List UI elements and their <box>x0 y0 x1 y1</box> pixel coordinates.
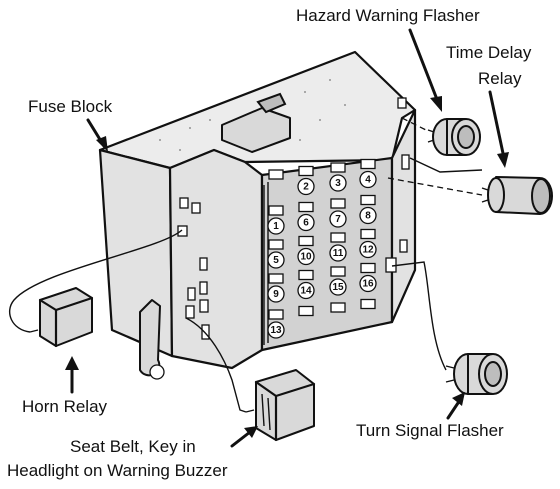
hazard-warning-flasher <box>427 118 481 156</box>
fuse-number-label: 6 <box>303 218 309 229</box>
fuse-number-label: 1 <box>273 221 279 232</box>
fuse-number-label: 13 <box>270 325 282 336</box>
fuse-number-label: 3 <box>335 178 341 189</box>
fuse-number-circle <box>267 251 285 269</box>
buzzer-wire <box>185 317 247 413</box>
hazard-flasher-arrowhead <box>430 96 442 112</box>
fuse-number-label: 8 <box>365 211 371 222</box>
time-delay-arrowhead <box>497 152 509 168</box>
fuse-number-circle <box>267 217 285 235</box>
fuse-number-label: 15 <box>332 282 344 293</box>
fuse-slot <box>330 162 346 173</box>
hazard-warning-flasher-label: Hazard Warning Flasher <box>296 6 480 25</box>
fuse-slot <box>298 235 314 247</box>
fuse-slot <box>330 266 346 277</box>
fuse-slot <box>360 298 376 310</box>
fuse-slot <box>360 262 376 274</box>
fuse-number-circle <box>359 170 377 189</box>
fuse-block-left-face <box>98 148 174 358</box>
fuse-slot <box>360 158 376 170</box>
fuse-number-circle <box>329 244 347 262</box>
fuse-number-label: 4 <box>365 175 371 186</box>
fuse-slot <box>268 309 284 320</box>
fuse-number-label: 10 <box>300 252 312 263</box>
fuse-number-circle <box>297 247 315 266</box>
buzzer-label-line1: Seat Belt, Key in <box>70 437 196 456</box>
fuse-number-label: 5 <box>273 255 279 266</box>
fuse-number-circle <box>359 274 377 293</box>
turn-signal-flasher <box>445 353 508 395</box>
turn-signal-flasher-label: Turn Signal Flasher <box>356 421 504 440</box>
fuse-slot <box>298 305 314 317</box>
fuse-number-circle <box>297 213 315 232</box>
fuse-number-circle <box>329 174 347 192</box>
fuse-slot <box>298 201 314 213</box>
turn-signal-wire <box>391 261 447 371</box>
time-delay-wire <box>409 157 483 173</box>
fuse-block <box>98 50 417 380</box>
hazard-flasher-lead <box>401 117 429 132</box>
horn-relay-arrowhead <box>65 356 79 370</box>
fuse-slot <box>330 198 346 209</box>
fuse-number-label: 2 <box>303 182 309 193</box>
top-cover-tab <box>256 92 287 114</box>
fuse-number-label: 9 <box>273 289 279 300</box>
time-delay-relay-label-line1: Time Delay <box>446 43 532 62</box>
fuse-slot <box>298 165 314 177</box>
fuse-slot <box>360 228 376 240</box>
fuse-block-label: Fuse Block <box>28 97 113 116</box>
fuse-number-circle <box>359 240 377 259</box>
buzzer-arrowhead <box>244 426 258 438</box>
fuse-number-circle <box>329 278 347 296</box>
buzzer-arrow <box>230 430 252 448</box>
time-delay-arrow <box>488 90 506 160</box>
fuse-number-circle <box>297 177 315 196</box>
top-face-texture <box>159 79 346 151</box>
horn-relay <box>29 287 94 348</box>
horn-relay-label: Horn Relay <box>22 397 108 416</box>
fuse-number-label: 11 <box>333 248 344 259</box>
fuse-slot <box>298 269 314 281</box>
left-face-connectors <box>177 197 210 340</box>
time-delay-relay-label-line2: Relay <box>478 69 522 88</box>
fuse-slot <box>360 194 376 206</box>
fuse-number-circle <box>267 285 285 303</box>
fuse-slot <box>268 169 284 180</box>
wiring <box>9 117 483 413</box>
time-delay-relay <box>481 176 553 215</box>
fuse-number-circle <box>359 206 377 225</box>
warning-buzzer <box>245 369 316 442</box>
fuse-number-label: 16 <box>362 279 374 290</box>
fuse-number-label: 7 <box>335 214 341 225</box>
mounting-hole <box>149 364 165 380</box>
horn-relay-wire <box>9 229 183 333</box>
time-delay-lead <box>387 177 483 196</box>
fuse-number-circle <box>297 281 315 300</box>
fuse-number-circle <box>329 210 347 228</box>
fuse-number-label: 12 <box>362 245 374 256</box>
hazard-flasher-arrow <box>408 28 440 104</box>
mounting-bracket <box>139 299 161 377</box>
buzzer-label-line2: Headlight on Warning Buzzer <box>7 461 228 480</box>
turn-signal-arrow <box>446 398 462 420</box>
fuse-slot <box>330 232 346 243</box>
fuse-block-arrowhead <box>96 136 108 152</box>
turn-signal-arrowhead <box>452 392 465 406</box>
fuse-slot <box>268 205 284 216</box>
fuse-slot <box>268 239 284 250</box>
fuse-number-circle <box>267 321 285 339</box>
fuse-number-label: 14 <box>300 286 312 297</box>
callout-arrows <box>65 28 509 448</box>
fuse-block-middle-face <box>168 148 264 370</box>
fuse-slot <box>268 273 284 284</box>
fuse-slot <box>330 302 346 313</box>
labels: Fuse Block Hazard Warning Flasher Time D… <box>7 6 532 480</box>
